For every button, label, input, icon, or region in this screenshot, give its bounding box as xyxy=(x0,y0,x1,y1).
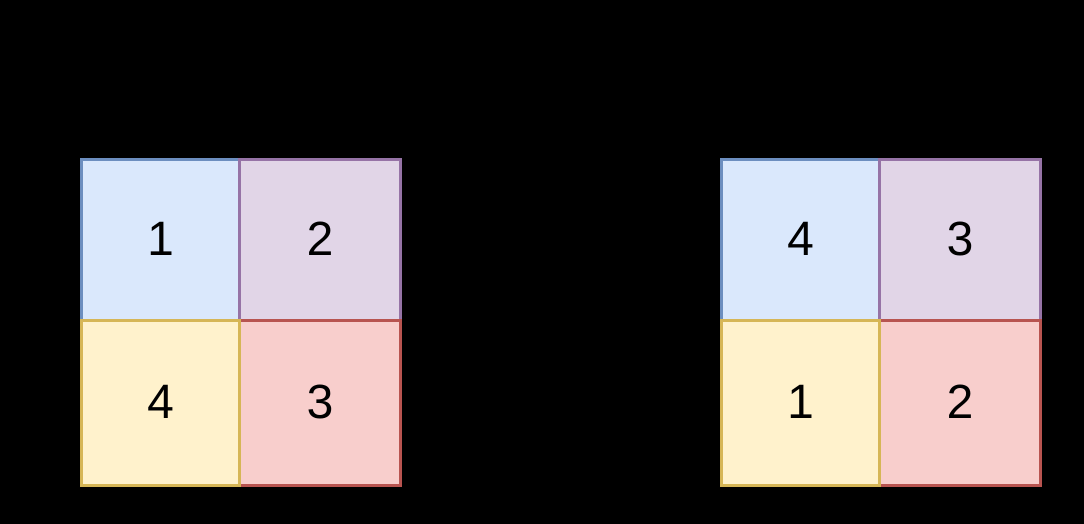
grid-cell-bottom-left: 1 xyxy=(720,319,881,487)
grid-cell-bottom-right: 2 xyxy=(878,319,1042,487)
grid-cell-top-left: 1 xyxy=(80,158,241,322)
grid-cell-top-left: 4 xyxy=(720,158,881,322)
grid-cell-bottom-right: 3 xyxy=(238,319,402,487)
grid-cell-bottom-left: 4 xyxy=(80,319,241,487)
left-quadrant-grid: 1 2 3 4 xyxy=(80,158,402,487)
cell-number: 1 xyxy=(147,213,174,266)
right-quadrant-grid: 4 3 2 1 xyxy=(720,158,1042,487)
cell-number: 2 xyxy=(306,213,334,266)
cell-number: 3 xyxy=(946,213,974,266)
grid-cell-top-right: 3 xyxy=(878,158,1042,322)
cell-number: 1 xyxy=(787,376,814,429)
cell-number: 2 xyxy=(946,376,974,429)
cell-number: 4 xyxy=(147,376,174,429)
cell-number: 3 xyxy=(306,376,334,429)
grid-cell-top-right: 2 xyxy=(238,158,402,322)
cell-number: 4 xyxy=(787,213,814,266)
